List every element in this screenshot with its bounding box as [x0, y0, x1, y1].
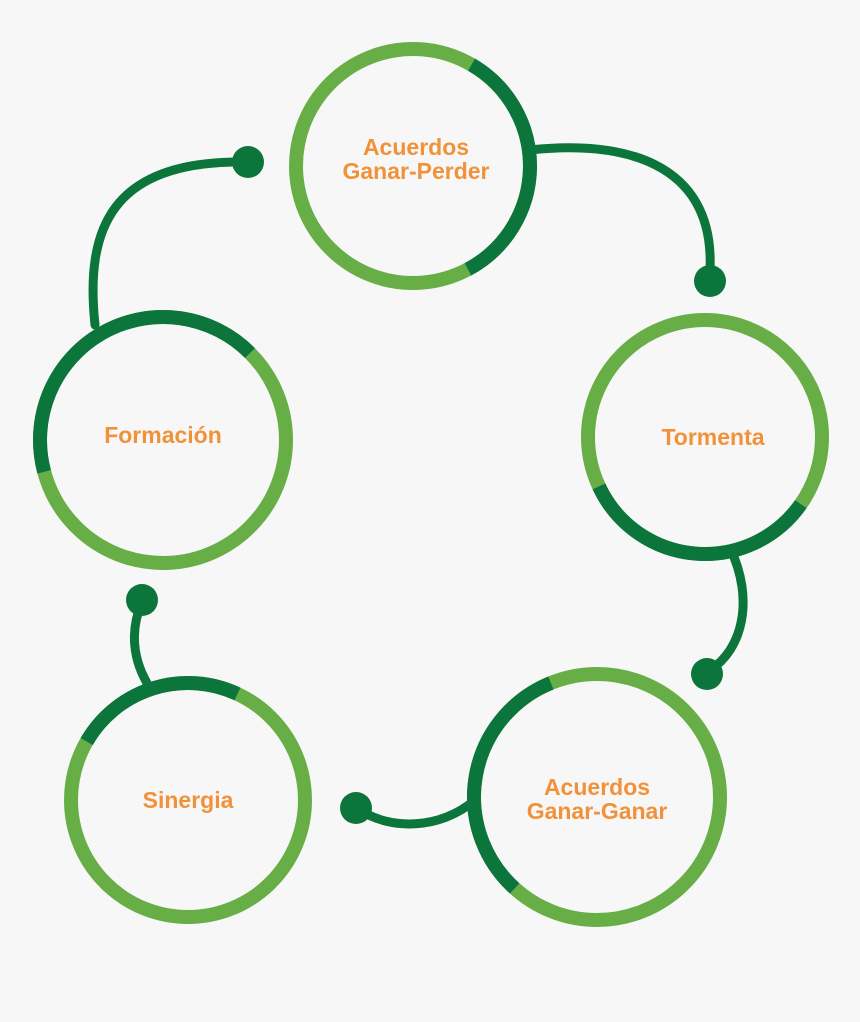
ring-dark-segment	[33, 310, 255, 474]
connector-end-dot	[691, 658, 723, 690]
node-label-line: Ganar-Perder	[342, 158, 490, 184]
node-label-acuerdos-ganar-ganar: Acuerdos Ganar-Ganar	[527, 775, 668, 823]
connectors-layer	[88, 143, 748, 829]
connector-tormenta-to-acuerdos-ganar-ganar	[705, 543, 748, 675]
connector-formacion-to-acuerdos-ganar-perder	[88, 157, 250, 330]
connector-end-dot	[126, 584, 158, 616]
node-ring-formacion	[33, 310, 293, 570]
node-label-line: Acuerdos	[362, 134, 470, 160]
ring-dark-segment	[80, 676, 241, 746]
ring-dark-segment	[467, 676, 554, 894]
node-label-line: Acuerdos	[543, 774, 651, 800]
connector-end-dot	[232, 146, 264, 178]
node-label-line: Tormenta	[661, 424, 765, 450]
connector-acuerdos-ganar-perder-to-tormenta	[525, 143, 715, 275]
rings-layer	[33, 42, 829, 927]
ring-dark-segment	[464, 58, 537, 276]
node-label-line: Ganar-Ganar	[526, 798, 668, 824]
node-label-acuerdos-ganar-perder: Acuerdos Ganar-Perder	[342, 135, 489, 183]
connector-end-dot	[694, 265, 726, 297]
node-label-sinergia: Sinergia	[143, 788, 234, 812]
connector-acuerdos-ganar-ganar-to-sinergia	[355, 795, 480, 829]
node-ring-acuerdos-ganar-perder	[289, 42, 537, 290]
connector-end-dot	[340, 792, 372, 824]
node-label-tormenta: Tormenta	[661, 425, 764, 449]
ring-dark-segment	[592, 483, 807, 561]
node-ring-tormenta	[581, 313, 829, 561]
node-label-line: Sinergia	[142, 787, 234, 813]
node-ring-sinergia	[64, 676, 312, 924]
node-ring-acuerdos-ganar-ganar	[467, 667, 727, 927]
node-label-formacion: Formación	[104, 423, 222, 447]
node-label-line: Formación	[104, 422, 222, 448]
